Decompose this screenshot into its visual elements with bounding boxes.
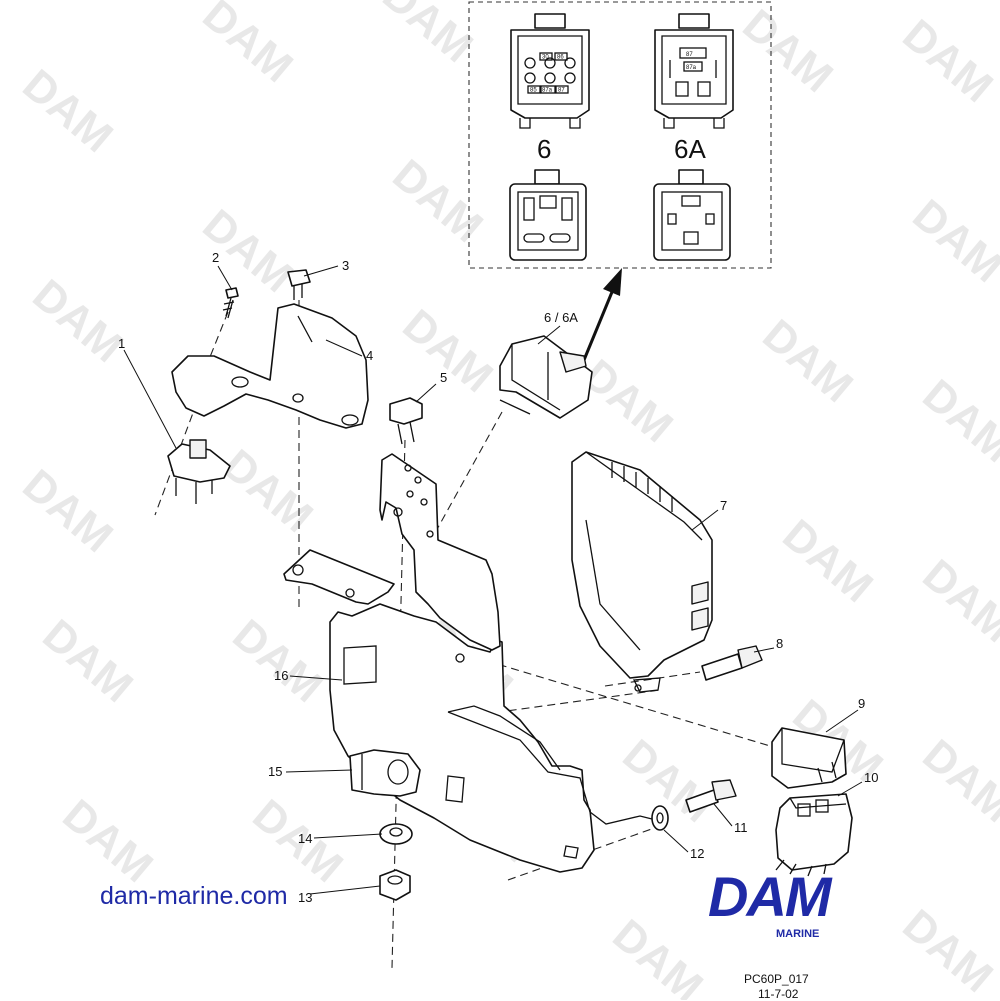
pin-label: 86	[557, 55, 564, 61]
mounting-bracket	[283, 453, 665, 873]
pin-label: 87a	[542, 88, 553, 94]
nut-13	[379, 869, 411, 901]
watermark: DAM	[194, 0, 302, 92]
watermark: DAM	[14, 60, 122, 162]
bracket-plate	[329, 603, 595, 873]
battery-switch	[167, 439, 231, 504]
relay	[499, 335, 593, 419]
callout-15: 15	[268, 764, 282, 779]
screw-2	[222, 287, 239, 319]
clamp-15	[349, 749, 421, 797]
watermark: DAM	[384, 150, 492, 252]
watermark: DAM	[894, 10, 1000, 112]
watermark: DAM	[894, 900, 1000, 1000]
callout-16: 16	[274, 668, 288, 683]
callout-numbers: 1 2 3 4 5 6 / 6A 7 8 9 10 11 12 13 14 15…	[118, 250, 878, 905]
screw-3	[287, 269, 311, 300]
relay-6a-bottom-view	[653, 169, 731, 261]
callout-8: 8	[776, 636, 783, 651]
watermark: DAM	[604, 910, 712, 1000]
watermark: DAM	[914, 370, 1000, 472]
callout-11: 11	[734, 820, 748, 835]
callout-6: 6 / 6A	[544, 310, 578, 325]
watermark: DAM	[914, 730, 1000, 832]
relay-6-bottom-view	[509, 169, 587, 261]
connector-10	[775, 793, 853, 877]
watermark: DAM	[574, 350, 682, 452]
pin-label: 30	[542, 55, 549, 61]
watermark: DAM	[734, 0, 842, 102]
callout-5: 5	[440, 370, 447, 385]
brand-subtitle: MARINE	[776, 928, 820, 940]
callout-4: 4	[366, 348, 373, 363]
relay-6-side-view: 30 86 85 87a 87	[510, 13, 590, 129]
inset-frame	[468, 1, 772, 269]
callout-1: 1	[118, 336, 125, 351]
control-module	[571, 451, 713, 693]
watermark: DAM	[224, 610, 332, 712]
callout-9: 9	[858, 696, 865, 711]
stud-5	[389, 397, 423, 445]
bracket-upright	[379, 453, 501, 651]
watermark: DAM	[214, 440, 322, 542]
bracket-tab	[283, 549, 395, 605]
watermark: DAM	[14, 460, 122, 562]
watermark: DAM	[754, 310, 862, 412]
callout-2: 2	[212, 250, 219, 265]
pin-label: 85	[530, 88, 537, 94]
bolt-8	[701, 645, 763, 681]
callout-10: 10	[864, 770, 878, 785]
watermark: DAM	[904, 190, 1000, 292]
watermark: DAM	[194, 200, 302, 302]
callout-3: 3	[342, 258, 349, 273]
detail-arrow	[582, 268, 622, 361]
washer-12	[651, 805, 669, 831]
watermark: DAM	[54, 790, 162, 892]
pin-label: 87	[686, 52, 693, 58]
callout-13: 13	[298, 890, 312, 905]
brand-logo: DAM	[708, 865, 832, 928]
watermark: DAM	[914, 550, 1000, 652]
relay-6a-label: 6A	[674, 134, 706, 164]
pin-label: 87	[558, 88, 565, 94]
pin-label: 87a	[686, 65, 697, 71]
callout-14: 14	[298, 831, 312, 846]
website-link[interactable]: dam-marine.com	[100, 882, 288, 910]
watermark: DAM	[774, 510, 882, 612]
watermark: DAM	[34, 610, 142, 712]
connector-cover-9	[771, 727, 847, 789]
drawing-date: 11-7-02	[758, 987, 799, 1001]
relay-6a-side-view: 87 87a	[654, 13, 734, 129]
relay-6-label: 6	[537, 134, 551, 164]
upper-bracket	[171, 303, 369, 429]
bolt-11	[685, 779, 737, 813]
watermark: DAM	[374, 0, 482, 72]
relay-detail-inset: 30 86 85 87a 87 87 87a 6 6A	[468, 1, 772, 269]
watermark: DAM	[394, 300, 502, 402]
callout-7: 7	[720, 498, 727, 513]
callout-leaders	[123, 265, 863, 895]
nut-14	[379, 823, 413, 845]
drawing-code: PC60P_017	[744, 972, 809, 986]
watermark: DAM	[24, 270, 132, 372]
callout-12: 12	[690, 846, 704, 861]
